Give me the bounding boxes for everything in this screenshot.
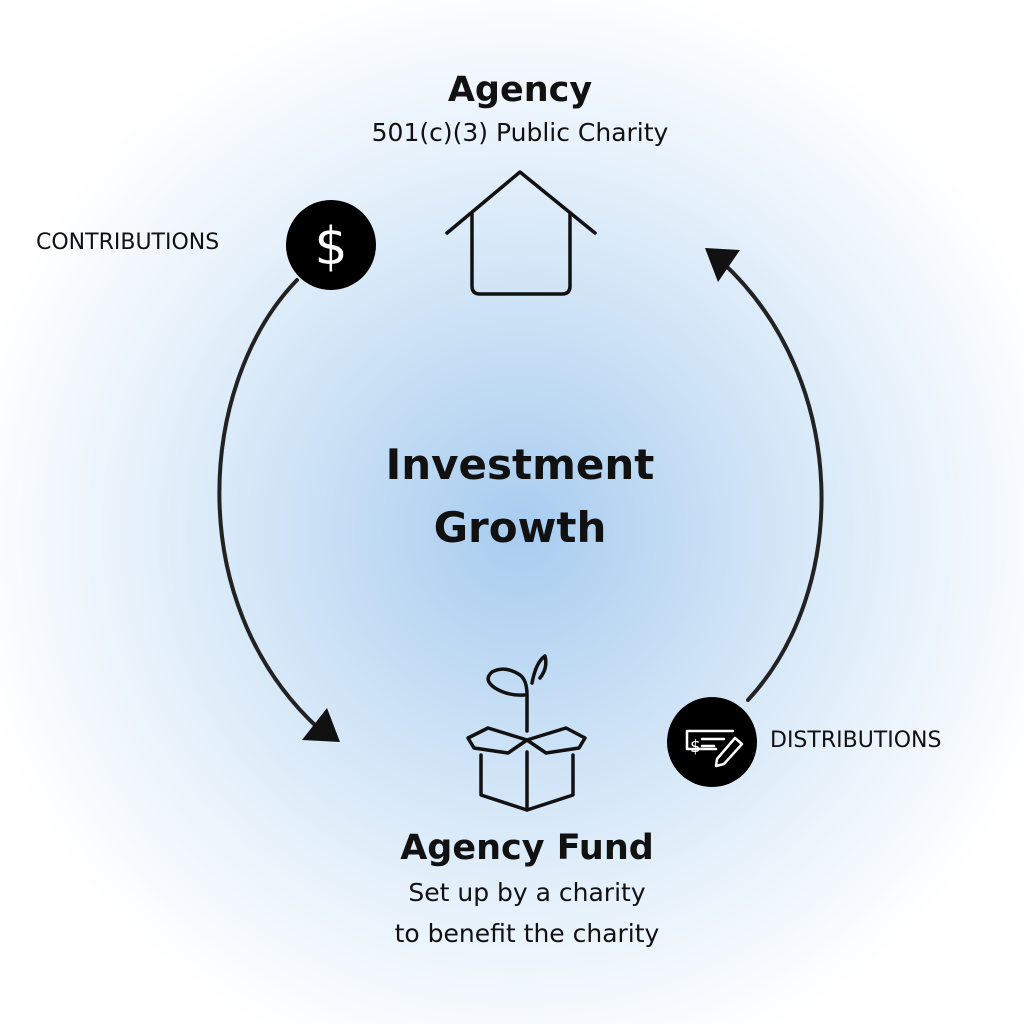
distributions-label: DISTRIBUTIONS	[770, 728, 942, 753]
svg-text:$: $	[314, 217, 347, 277]
dollar-icon: $	[286, 200, 376, 290]
center-line-1: Investment	[385, 440, 655, 489]
contributions-arrow	[217, 278, 320, 730]
fund-line-1: Set up by a charity	[408, 878, 646, 907]
contributions-arrowhead	[302, 708, 340, 742]
center-line-2: Growth	[433, 503, 607, 552]
contributions-label: CONTRIBUTIONS	[36, 230, 220, 255]
fund-line-2: to benefit the charity	[394, 919, 660, 948]
agency-subtitle: 501(c)(3) Public Charity	[371, 118, 669, 147]
svg-text:$: $	[690, 737, 701, 757]
house-icon	[445, 170, 597, 296]
distributions-arrowhead	[705, 248, 740, 282]
distributions-arrow	[720, 260, 824, 702]
sprouting-box-icon	[466, 654, 587, 812]
fund-title: Agency Fund	[400, 828, 654, 868]
agency-title: Agency	[447, 70, 593, 110]
check-pen-icon: $	[667, 697, 757, 787]
